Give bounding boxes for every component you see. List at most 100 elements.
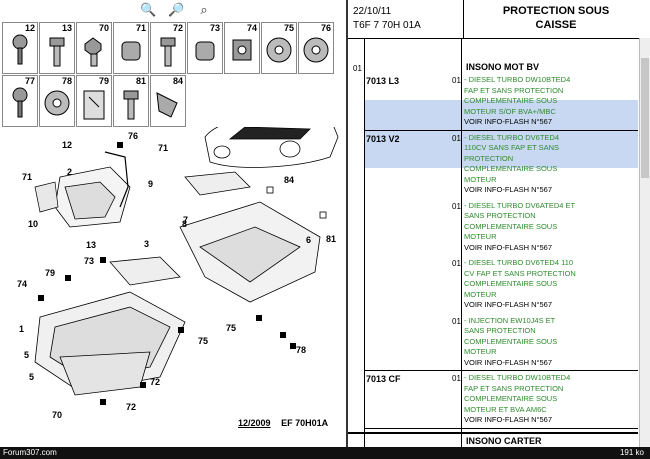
callout-9[interactable]: 9 [148, 179, 154, 189]
description-line: 110CV SANS FAP ET SANS [464, 143, 560, 152]
callout-72[interactable]: 72 [150, 377, 161, 387]
fastener-markers [38, 142, 296, 405]
column-divider [461, 38, 462, 447]
callout-73[interactable]: 73 [84, 256, 95, 266]
callout-71[interactable]: 71 [158, 143, 169, 153]
header-meta: 22/10/11 T6F 7 70H 01A [348, 0, 464, 38]
part-thumbnail-78[interactable]: 78 [39, 75, 75, 127]
row-divider [364, 370, 638, 371]
variant-code[interactable]: 7013 L3 [366, 76, 400, 86]
part-number: 78 [61, 76, 72, 86]
callout-10[interactable]: 10 [28, 219, 39, 229]
quantity: 01 [452, 76, 461, 85]
row-divider [364, 427, 638, 429]
part-number: 76 [320, 23, 331, 33]
description-line: - DIESEL TURBO DV6ATED4 ET [464, 200, 576, 210]
washer-icon [303, 37, 329, 63]
callout-79[interactable]: 79 [45, 268, 56, 278]
callout-6[interactable]: 6 [306, 235, 312, 245]
callout-76[interactable]: 76 [128, 131, 139, 141]
info-flash-note: VOIR INFO-FLASH N°567 [464, 415, 553, 424]
callout-1[interactable]: 1 [19, 324, 25, 334]
vertical-scrollbar[interactable] [639, 38, 650, 447]
description-line: - INJECTION EW10J4S ET [464, 315, 556, 325]
header-date: 22/10/11 [353, 6, 392, 17]
description-line: MOTEUR [464, 347, 497, 356]
callout-81[interactable]: 81 [326, 234, 337, 244]
scrollbar-thumb[interactable] [641, 58, 649, 178]
part-thumbnail-72[interactable]: 72 [150, 22, 186, 74]
part-thumbnail-74[interactable]: 74 [224, 22, 260, 74]
part-thumbnail-70[interactable]: 70 [76, 22, 112, 74]
page-title: PROTECTION SOUS CAISSE [466, 4, 646, 32]
clip-icon [195, 41, 215, 61]
callout-13[interactable]: 13 [86, 240, 97, 250]
part-number: 70 [98, 23, 109, 33]
part-thumbnail-13[interactable]: 13 [39, 22, 75, 74]
description-line: FAP ET SANS PROTECTION [464, 85, 564, 95]
quantity: 01 [452, 201, 461, 211]
part-6-undertray [179, 201, 321, 303]
callout-71[interactable]: 71 [22, 172, 33, 182]
part-thumbnail-76[interactable]: 76 [298, 22, 334, 74]
callout-72[interactable]: 72 [126, 402, 137, 412]
callout-74[interactable]: 74 [17, 279, 28, 289]
zoom-fit-icon[interactable]: ⌕ [200, 2, 208, 17]
info-flash-note: VOIR INFO-FLASH N°567 [464, 300, 553, 309]
part-10-bracket [34, 181, 59, 213]
callout-7[interactable]: 7 [183, 215, 189, 225]
zoom-toolbar: 🔍 🔎 ⌕ [0, 0, 346, 20]
part-thumbnail-84[interactable]: 84 [150, 75, 186, 127]
washer-icon [266, 37, 292, 63]
screw-icon [123, 90, 139, 120]
part-1-main-shield [34, 291, 186, 396]
callout-84[interactable]: 84 [284, 175, 295, 185]
part-thumbnail-81[interactable]: 81 [113, 75, 149, 127]
callout-12[interactable]: 12 [62, 140, 73, 150]
callout-70[interactable]: 70 [52, 410, 63, 420]
zoom-out-icon[interactable]: 🔎 [168, 2, 185, 17]
pushpin-icon [12, 87, 28, 118]
callout-75[interactable]: 75 [226, 323, 237, 333]
part-thumbnail-75[interactable]: 75 [261, 22, 297, 74]
group-title: INSONO CARTER [466, 435, 542, 446]
part-number: 12 [24, 23, 35, 33]
bolt-icon [84, 37, 102, 67]
callout-2[interactable]: 2 [67, 167, 73, 177]
callout-78[interactable]: 78 [296, 345, 307, 355]
part-thumbnail-12[interactable]: 12 [2, 22, 38, 74]
washer-icon [44, 90, 70, 116]
callout-5[interactable]: 5 [29, 372, 35, 382]
description-line: COMPLEMENTAIRE SOUS [464, 96, 558, 105]
callout-8[interactable]: 8 [182, 219, 188, 229]
variant-code[interactable]: 7013 V2 [366, 133, 400, 144]
description-line: - DIESEL TURBO DV6TED4 [464, 132, 560, 142]
quantity: 01 [452, 316, 461, 326]
callout-5[interactable]: 5 [24, 350, 30, 360]
description-line: - DIESEL TURBO DW10BTED4 [464, 373, 571, 382]
description-line: COMPLEMENTAIRE SOUS [464, 336, 558, 346]
description-line: COMPLEMENTAIRE SOUS [464, 221, 558, 231]
callout-75[interactable]: 75 [198, 336, 209, 346]
description-line: MOTEUR [464, 232, 497, 241]
part-number: 84 [172, 76, 183, 86]
part-thumbnail-79[interactable]: 79 [76, 75, 112, 127]
zoom-in-icon[interactable]: 🔍 [140, 2, 157, 17]
part-thumbnail-71[interactable]: 71 [113, 22, 149, 74]
description-line: COMPLEMENTAIRE SOUS [464, 164, 558, 173]
part-thumbnail-73[interactable]: 73 [187, 22, 223, 74]
variant-code[interactable]: 7013 CF [366, 374, 401, 384]
part-8-plate [184, 171, 251, 196]
callout-3[interactable]: 3 [144, 239, 150, 249]
part-thumbnail-77[interactable]: 77 [2, 75, 38, 127]
clip-icon [121, 41, 141, 61]
